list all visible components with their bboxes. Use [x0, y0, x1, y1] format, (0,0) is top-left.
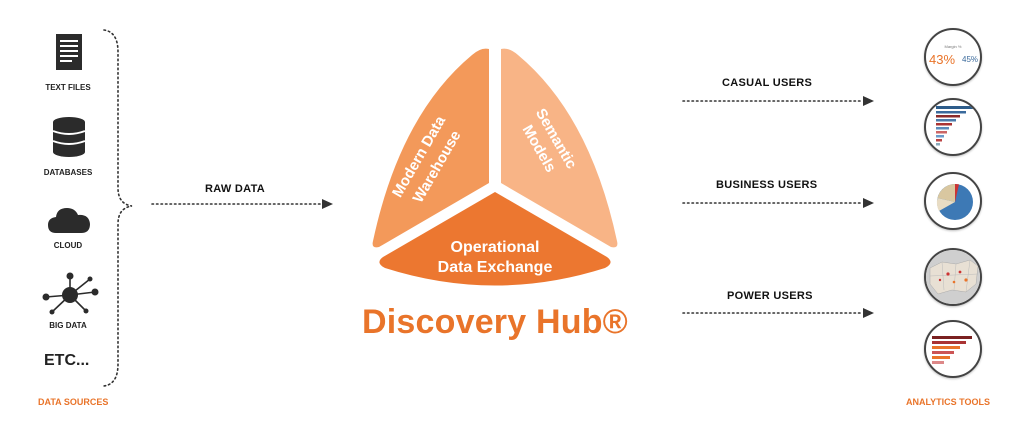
- cloud-icon: [48, 208, 90, 233]
- analytics-tools-footer: ANALYTICS TOOLS: [906, 397, 991, 407]
- analytics-tool-bar-chart: [924, 98, 982, 156]
- raw-data-label: RAW DATA: [205, 183, 266, 195]
- sources-brace: [103, 29, 133, 387]
- hub-segment-semantic-models: [501, 48, 618, 248]
- raw-data-arrow: [151, 199, 333, 209]
- brand-title: Discovery Hub®: [362, 303, 628, 341]
- hub-segment-modern-data-warehouse: [372, 48, 489, 248]
- business-users-label: BUSINESS USERS: [716, 179, 818, 191]
- database-icon: [52, 117, 86, 157]
- gauge-value-left: 43%: [929, 52, 955, 67]
- gauge-caption: Margin %: [945, 44, 962, 49]
- network-icon: [42, 272, 99, 315]
- source-label-cloud: CLOUD: [53, 241, 83, 250]
- text-file-icon: [56, 34, 82, 70]
- casual-users-arrow: [682, 96, 874, 106]
- source-label-big-data: BIG DATA: [49, 321, 87, 330]
- casual-users-label: CASUAL USERS: [722, 77, 813, 89]
- data-sources-footer: DATA SOURCES: [38, 397, 109, 407]
- power-users-label: POWER USERS: [727, 290, 813, 302]
- segment-bottom-line-1: Operational: [451, 239, 540, 256]
- business-users-arrow: [682, 198, 874, 208]
- etc-label: ETC...: [44, 352, 90, 369]
- power-users-arrow: [682, 308, 874, 318]
- analytics-tool-map: [924, 248, 982, 306]
- data-sources-panel: TEXT FILES DATABASES CLOUD BIG DATA ETC.…: [0, 0, 140, 435]
- gauge-value-right: 45%: [962, 55, 978, 64]
- source-label-databases: DATABASES: [43, 168, 93, 177]
- analytics-tool-ranked-bars: [924, 320, 982, 378]
- segment-bottom-line-2: Data Exchange: [438, 259, 553, 276]
- discovery-hub-diagram: Modern Data Warehouse Semantic Models Op…: [372, 48, 618, 286]
- analytics-tool-gauge: Margin % 43% 45%: [924, 28, 982, 86]
- analytics-tool-pie-chart: [924, 172, 982, 230]
- hub-segment-operational-data-exchange: [379, 192, 611, 286]
- source-label-text-files: TEXT FILES: [45, 83, 91, 92]
